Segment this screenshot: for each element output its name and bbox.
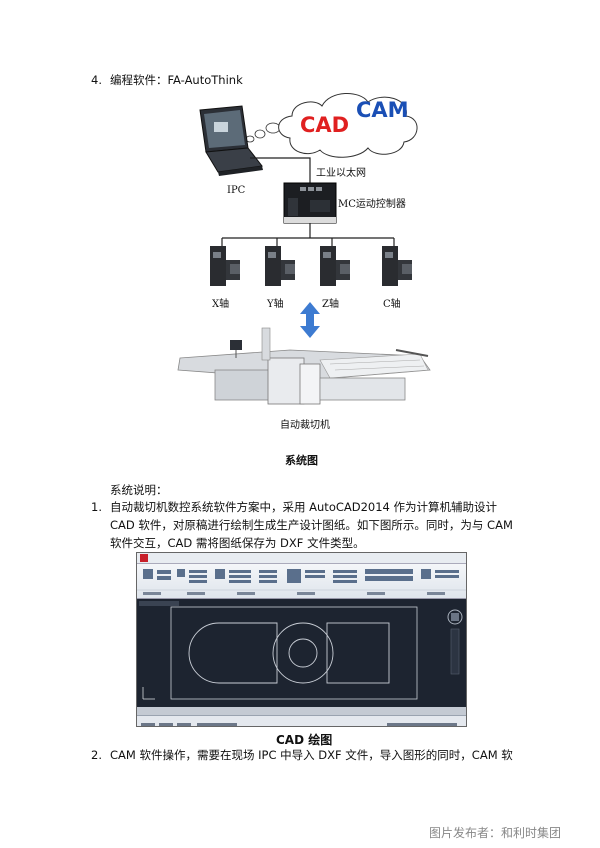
system-diagram: CAD CAM IPC 工业以太网 MC运动控制器 X轴 Y轴 Z轴 C轴 bbox=[170, 88, 440, 438]
cad-screenshot bbox=[136, 552, 467, 727]
cloud-cam-label: CAM bbox=[356, 98, 409, 122]
servo-y bbox=[265, 246, 295, 286]
item-2-text: CAM 软件操作，需要在现场 IPC 中导入 DXF 文件，导入图形的同时，CA… bbox=[110, 748, 513, 762]
cloud-shape bbox=[278, 93, 418, 158]
ethernet-label: 工业以太网 bbox=[316, 168, 366, 179]
cad-ribbon-icons bbox=[137, 569, 466, 595]
diagram-caption: 系统图 bbox=[285, 454, 318, 467]
item-1-number: 1. bbox=[91, 500, 102, 514]
controller-label: MC运动控制器 bbox=[338, 199, 406, 210]
section-4-number: 4. bbox=[91, 73, 102, 87]
cloud-cad-label: CAD bbox=[300, 113, 350, 137]
cad-caption: CAD 绘图 bbox=[276, 733, 333, 747]
item-1-line-3: 软件交互，CAD 需将图纸保存为 DXF 文件类型。 bbox=[110, 536, 365, 550]
controller-graphic bbox=[283, 182, 337, 224]
watermark: 图片发布者：和利时集团 bbox=[429, 826, 562, 840]
cutting-machine-graphic bbox=[177, 327, 431, 405]
item-1-line-2: CAD 软件，对原稿进行绘制生成生产设计图纸。如下图所示。同时，为与 CAM bbox=[110, 518, 513, 532]
cad-ribbon bbox=[137, 564, 466, 599]
item-2-number: 2. bbox=[91, 748, 102, 762]
cad-command-line[interactable] bbox=[137, 707, 466, 715]
servo-z bbox=[320, 246, 350, 286]
item-1-line-1: 自动裁切机数控系统软件方案中，采用 AutoCAD2014 作为计算机辅助设计 bbox=[110, 500, 498, 514]
section-4-title: 编程软件：FA-AutoThink bbox=[110, 73, 243, 87]
axis-label-x: X轴 bbox=[212, 299, 230, 310]
axis-label-z: Z轴 bbox=[322, 299, 339, 310]
axis-label-c: C轴 bbox=[383, 299, 401, 310]
autocad-logo-icon bbox=[140, 554, 148, 562]
servo-x bbox=[210, 246, 240, 286]
servo-c bbox=[382, 246, 412, 286]
cad-status-bar bbox=[137, 715, 466, 726]
laptop-graphic bbox=[199, 105, 263, 176]
system-diagram-graphic bbox=[177, 93, 431, 405]
cad-drawing-area bbox=[137, 599, 466, 707]
cad-status-icons bbox=[141, 723, 457, 726]
axis-label-y: Y轴 bbox=[267, 299, 284, 310]
cad-drawing bbox=[139, 601, 463, 700]
ipc-label: IPC bbox=[227, 185, 246, 196]
double-arrow-icon bbox=[300, 302, 320, 338]
description-heading: 系统说明： bbox=[110, 483, 168, 497]
cad-titlebar bbox=[137, 553, 466, 564]
machine-label: 自动裁切机 bbox=[280, 420, 330, 431]
